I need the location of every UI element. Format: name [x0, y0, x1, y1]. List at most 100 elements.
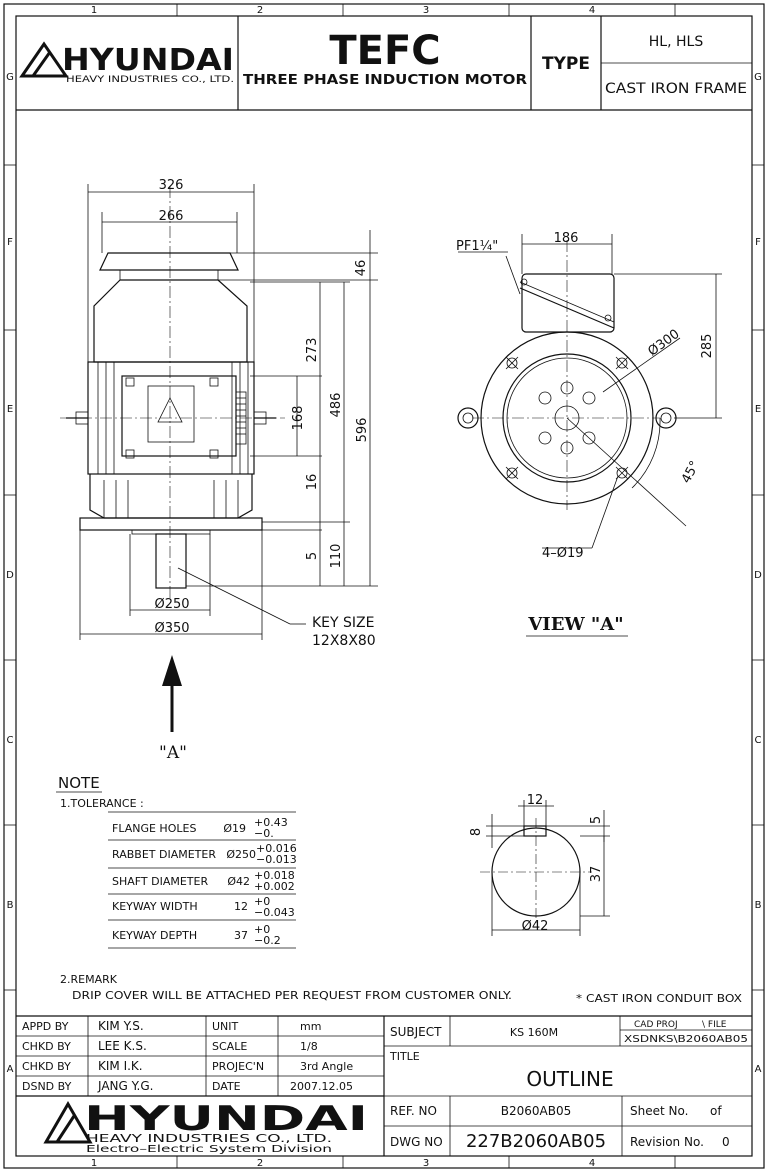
view-a-label: "A"	[159, 743, 187, 763]
key-size-value: 12X8X80	[312, 633, 376, 649]
tb-key: UNIT	[212, 1020, 239, 1033]
tb-role: CHKD BY	[22, 1040, 71, 1053]
title-label: TITLE	[389, 1050, 420, 1063]
tb-name: KIM Y.S.	[98, 1019, 144, 1033]
dim-text: 486	[329, 393, 344, 418]
file-label: \ FILE	[702, 1020, 727, 1030]
tb-value: 1/8	[300, 1040, 318, 1053]
tol-upper: +0.018	[254, 869, 295, 882]
dim-text: 266	[159, 209, 184, 224]
tb-role: APPD BY	[22, 1020, 69, 1033]
view-a-drawing: 186 PF1¼" Ø300 285 45° 4–Ø19 VIEW "A"	[456, 231, 722, 637]
company-name: HEAVY INDUSTRIES CO., LTD.	[86, 1132, 332, 1145]
conduit-note: * CAST IRON CONDUIT BOX	[576, 992, 742, 1005]
tol-value: 12	[234, 900, 248, 913]
tolerance-table: FLANGE HOLES Ø19 +0.43 −0. RABBET DIAMET…	[108, 811, 297, 949]
tol-lower: −0.043	[254, 906, 295, 919]
division-name: Electro–Electric System Division	[86, 1144, 332, 1155]
notes: NOTE 1.TOLERANCE : FLANGE HOLES Ø19 +0.4…	[56, 774, 742, 1005]
tb-key: PROJEC'N	[212, 1060, 264, 1073]
col-label: 3	[423, 1158, 429, 1169]
row-label: C	[7, 735, 14, 746]
dim-text: 110	[329, 544, 344, 569]
side-elevation: 326 266 Ø250 Ø350	[60, 178, 378, 763]
tol-label: KEYWAY WIDTH	[112, 900, 198, 913]
row-label: F	[7, 237, 13, 248]
tol-label: FLANGE HOLES	[112, 822, 196, 835]
dim-text: 326	[159, 178, 184, 193]
tb-name: LEE K.S.	[98, 1039, 147, 1053]
tb-key: SCALE	[212, 1040, 247, 1053]
tb-name: JANG Y.G.	[97, 1079, 153, 1093]
col-label: 3	[423, 5, 429, 16]
dim-326	[87, 184, 255, 362]
col-label: 2	[257, 1158, 263, 1169]
tb-role: CHKD BY	[22, 1060, 71, 1073]
tol-lower: −0.2	[254, 934, 281, 947]
dim-250	[129, 534, 211, 616]
col-label: 1	[91, 5, 97, 16]
row-label: C	[755, 735, 762, 746]
tol-lower: −0.	[254, 827, 274, 840]
tol-upper: +0.43	[254, 816, 288, 829]
dwg-value: 227B2060AB05	[466, 1131, 606, 1152]
tb-key: DATE	[212, 1080, 241, 1093]
subtitle: THREE PHASE INDUCTION MOTOR	[243, 73, 527, 88]
row-label: E	[7, 404, 13, 415]
hyundai-logo-header: HYUNDAI HEAVY INDUSTRIES CO., LTD.	[19, 41, 234, 85]
tolerance-title: 1.TOLERANCE :	[60, 797, 144, 810]
row-label: B	[755, 900, 762, 911]
col-label: 1	[91, 1158, 97, 1169]
tol-label: RABBET DIAMETER	[112, 848, 216, 861]
dim-text: 16	[305, 474, 320, 491]
view-a-title: VIEW "A"	[527, 614, 623, 635]
dim-text: Ø250	[154, 597, 189, 612]
dim-text: Ø350	[154, 621, 189, 636]
company-name: HEAVY INDUSTRIES CO., LTD.	[66, 75, 234, 85]
tol-lower: +0.002	[254, 880, 295, 893]
tol-upper: +0	[254, 895, 270, 908]
tol-value: Ø42	[227, 875, 250, 888]
dwg-label: DWG NO	[390, 1135, 443, 1149]
ref-value: B2060AB05	[501, 1104, 571, 1118]
tb-value: mm	[300, 1020, 321, 1033]
tb-value: 3rd Angle	[300, 1060, 353, 1073]
cad-path: XSDNKS\B2060AB05	[624, 1034, 748, 1045]
type-value: HL, HLS	[649, 34, 704, 50]
subject-value: KS 160M	[510, 1026, 558, 1039]
dim-text: PF1¼"	[456, 239, 498, 254]
view-a-arrow	[162, 655, 182, 732]
dim-text: 5	[589, 816, 604, 824]
row-label: A	[7, 1064, 14, 1075]
tol-lower: −0.013	[256, 853, 297, 866]
rev-label: Revision No.	[630, 1135, 704, 1149]
tb-value: 2007.12.05	[290, 1080, 353, 1093]
note-title: NOTE	[58, 774, 100, 792]
dim-text: 168	[291, 406, 306, 431]
tol-value: Ø250	[226, 848, 256, 861]
row-label: E	[755, 404, 761, 415]
remark-title: 2.REMARK	[60, 973, 118, 986]
col-label: 4	[589, 1158, 595, 1169]
dim-text: 5	[305, 552, 320, 560]
frame-value: CAST IRON FRAME	[605, 81, 747, 97]
sheet-of: of	[710, 1104, 722, 1118]
dim-text: 8	[469, 828, 484, 836]
row-label: D	[754, 570, 762, 581]
dim-text: Ø300	[645, 327, 682, 360]
shaft-section: 12 8 5 37 Ø42	[469, 793, 610, 936]
dim-text: Ø42	[522, 919, 549, 934]
header-block: HYUNDAI HEAVY INDUSTRIES CO., LTD. TEFC …	[16, 16, 752, 111]
tb-name: KIM I.K.	[98, 1059, 143, 1073]
type-label: TYPE	[542, 54, 590, 74]
row-label: B	[7, 900, 14, 911]
dim-text: 186	[554, 231, 579, 246]
dim-266	[101, 212, 238, 253]
key-size-label: KEY SIZE	[312, 615, 374, 631]
drip-cover	[99, 252, 239, 271]
cad-proj-label: CAD PROJ	[634, 1020, 678, 1030]
title-tefc: TEFC	[329, 28, 440, 74]
logo-text: HYUNDAI	[84, 1099, 368, 1139]
subject-label: SUBJECT	[390, 1025, 442, 1039]
tol-value: Ø19	[223, 822, 246, 835]
